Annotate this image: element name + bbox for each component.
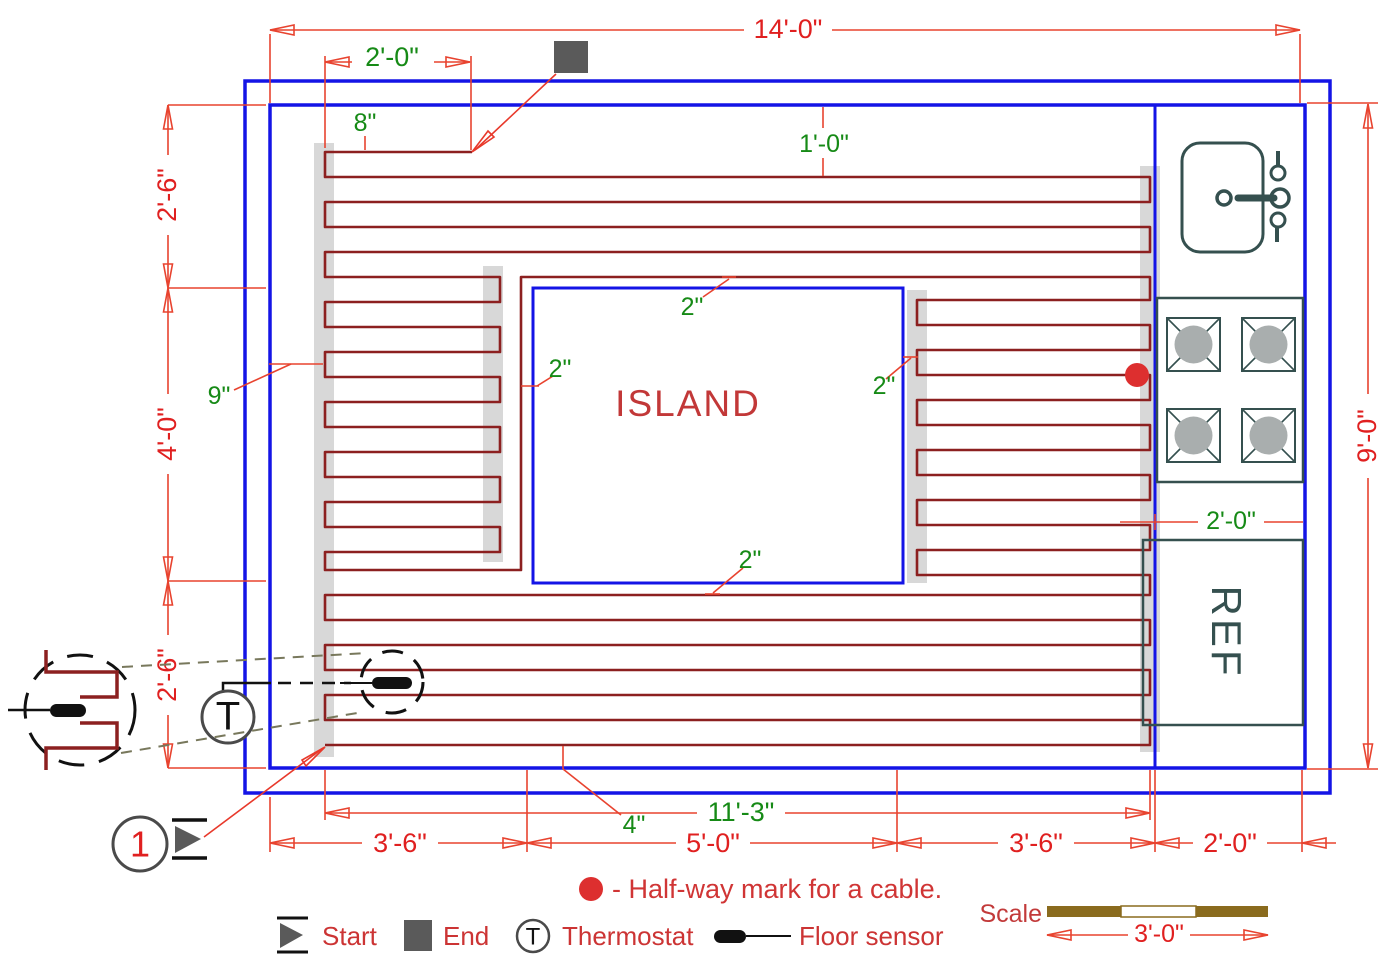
legend-end-label: End	[443, 921, 489, 951]
scale-length: 3'-0"	[1134, 920, 1184, 948]
blowup-sensor-icon	[50, 704, 86, 717]
scale-segment	[1047, 906, 1121, 917]
dim-island-gap-bottom: 2"	[739, 546, 762, 574]
ref-outline	[1141, 538, 1305, 727]
dim-room-width: 14'-0"	[754, 14, 823, 44]
dim-left-upper: 2'-6"	[152, 168, 182, 222]
thermostat-letter: T	[216, 695, 240, 739]
legend-thermostat-label: Thermostat	[562, 921, 694, 951]
outer-wall	[243, 79, 1332, 795]
kitchen-fixtures: REF	[1141, 141, 1305, 727]
scale-segment	[1120, 905, 1197, 918]
dim-left-wall-gap: 9"	[208, 382, 231, 410]
legend-end-icon	[404, 920, 432, 951]
scale-label: Scale	[979, 900, 1042, 928]
floor-sensor-icon	[372, 677, 412, 689]
start-triangle-icon	[175, 826, 201, 853]
detail-number: 1	[130, 824, 150, 865]
legend-halfway-note: - Half-way mark for a cable.	[612, 874, 942, 904]
dim-cable-spacing: 4"	[623, 811, 646, 839]
legend-thermostat-icon	[515, 918, 551, 954]
inner-wall	[268, 103, 1307, 770]
strip-left	[314, 143, 334, 757]
dim-ref-width: 2'-0"	[1206, 507, 1256, 535]
halfway-mark-dot	[1125, 363, 1149, 387]
sink-icon	[1180, 141, 1291, 254]
dim-heated-width: 11'-3"	[708, 797, 775, 827]
legend-sensor-icon	[714, 930, 746, 943]
dim-cable-end-offset: 2'-0"	[365, 42, 419, 72]
island: ISLAND	[531, 286, 905, 585]
dim-room-height: 9'-0"	[1352, 409, 1382, 463]
leader-arrow	[471, 129, 496, 153]
room-walls	[243, 79, 1332, 795]
dimension-texts: 14'-0" 2'-0" 8" 1'-0" 2'-6" 4'-0" 2'-6" …	[152, 14, 1382, 858]
refrigerator: REF	[1141, 538, 1305, 727]
heating-cable	[323, 150, 1152, 747]
dim-bottom-counter: 2'-0"	[1203, 828, 1257, 858]
detail-blowup	[8, 650, 368, 770]
island-outline	[531, 286, 905, 585]
burner-icon	[1166, 408, 1221, 463]
burner-icon	[1166, 317, 1221, 372]
cable-start-marker: 1	[111, 746, 326, 873]
sensor-detail-circle	[359, 649, 425, 715]
strip-island-right	[907, 290, 927, 583]
burner-icon	[1241, 408, 1296, 463]
end-square-icon	[554, 41, 588, 73]
dim-bottom-center: 5'-0"	[686, 828, 740, 858]
scale-segment	[1196, 906, 1268, 917]
dim-bottom-left: 3'-6"	[373, 828, 427, 858]
thermostat-icon	[200, 689, 256, 745]
blowup-cable	[44, 650, 119, 770]
legend-start-icon	[280, 923, 303, 948]
dimension-lines	[162, 24, 1378, 852]
legend-thermostat-letter: T	[526, 923, 541, 950]
dim-island-gap-left: 2"	[549, 355, 572, 383]
legend: - Half-way mark for a cable. Start End T…	[277, 874, 944, 954]
halfway-legend-dot	[579, 877, 603, 901]
leader-arrow	[300, 746, 326, 768]
dim-island-gap-right: 2"	[873, 372, 896, 400]
dim-left-middle: 4'-0"	[152, 407, 182, 461]
dim-bottom-right: 3'-6"	[1009, 828, 1063, 858]
dim-second-row-gap: 1'-0"	[799, 130, 849, 158]
legend-start-label: Start	[322, 921, 378, 951]
scale-bar: Scale 3'-0"	[979, 900, 1269, 948]
island-label: ISLAND	[615, 383, 761, 424]
cable-end-marker	[471, 41, 588, 153]
dim-left-lower: 2'-6"	[152, 648, 182, 702]
strip-island-left	[483, 266, 503, 562]
ref-label: REF	[1203, 586, 1250, 679]
stove-icon	[1155, 296, 1305, 484]
burner-icon	[1241, 317, 1296, 372]
dim-top-gap: 8"	[354, 109, 377, 137]
detail-bubble	[111, 815, 169, 873]
dim-island-gap-top: 2"	[681, 293, 704, 321]
legend-sensor-label: Floor sensor	[799, 921, 944, 951]
thermostat-and-sensor: T	[200, 649, 425, 745]
